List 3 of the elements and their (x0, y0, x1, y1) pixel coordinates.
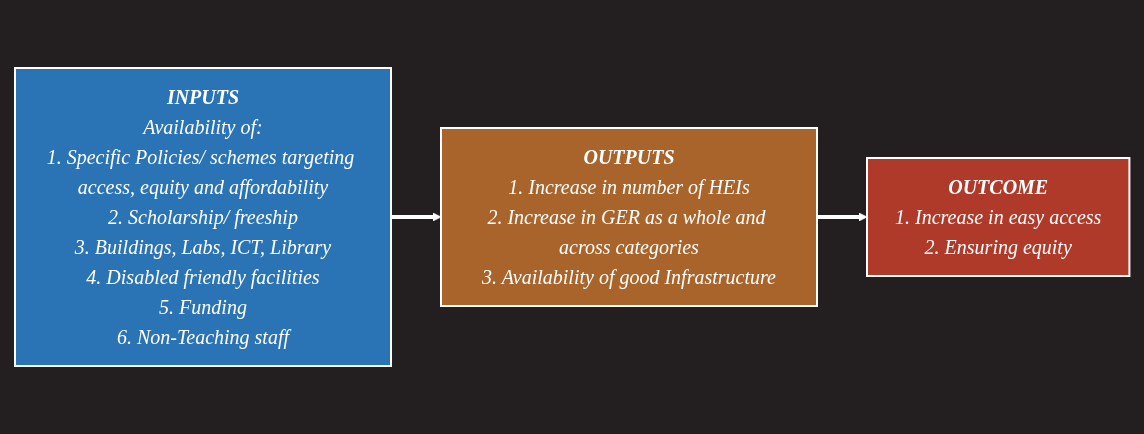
node-box: OUTPUTS 1. Increase in number of HEIs 2. Increase in GER as a whole and across categories 3. Availability of good Infrastructure (439, 127, 818, 307)
node-box: INPUTS Availability of: 1. Specific Policies/ schemes targeting access, equity and affordability 2. Scholarship/ freeship 3. Buildings, Labs, ICT, Library 4. Disabled friendly facilities 5. Funding 6. Non-Teaching staff (13, 67, 392, 367)
node-box: OUTCOME 1. Increase in easy access 2. Ensuring equity (865, 157, 1131, 277)
